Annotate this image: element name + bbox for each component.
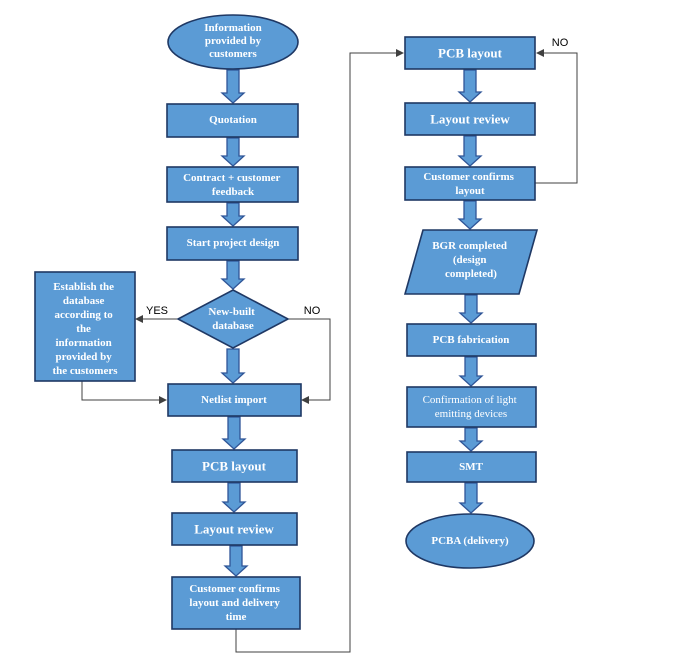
node-confirm-delivery-label: Customer confirms layout and delivery ti… — [189, 583, 282, 623]
column-link-connector — [235, 49, 404, 653]
node-start-design — [166, 226, 299, 261]
node-pcb-layout-2-label: PCB layout — [438, 46, 503, 61]
down-arrow-15 — [458, 482, 484, 514]
down-arrow-4 — [220, 260, 246, 290]
node-start-design-label: Start project design — [187, 237, 280, 249]
no-connector — [288, 318, 331, 404]
node-quotation — [166, 103, 299, 138]
node-new-db-decision — [176, 289, 290, 349]
no-label-confirm: NO — [552, 37, 569, 49]
node-netlist-label: Netlist import — [201, 394, 267, 406]
node-pcba — [405, 513, 535, 569]
node-smt — [406, 451, 537, 483]
no-loop-connector — [535, 49, 578, 184]
node-light-devices-label: Confirmation of light emitting devices — [423, 394, 520, 420]
node-layout-review-2-label: Layout review — [430, 112, 510, 127]
node-pcb-layout-2 — [404, 36, 536, 70]
down-arrow-10 — [457, 135, 483, 167]
node-pcb-layout-1-label: PCB layout — [202, 459, 267, 474]
node-confirm-layout — [404, 166, 536, 201]
down-arrow-3 — [220, 202, 246, 227]
down-arrow-2 — [220, 137, 246, 167]
establish-to-netlist-connector — [81, 381, 167, 404]
node-pcb-layout-1 — [171, 449, 298, 483]
down-arrow-6 — [221, 416, 247, 450]
node-pcba-label: PCBA (delivery) — [431, 535, 509, 547]
node-confirm-layout-label: Customer confirms layout — [423, 171, 516, 197]
node-light-devices — [406, 386, 537, 428]
node-establish-db-label: Establish the database according to the … — [52, 281, 118, 377]
node-contract-label: Contract + customer feedback — [183, 172, 283, 198]
yes-label: YES — [146, 305, 168, 317]
node-confirm-delivery — [171, 576, 301, 630]
node-netlist — [167, 383, 302, 417]
down-arrow-11 — [457, 200, 483, 230]
node-bgr — [403, 229, 539, 295]
down-arrow-1 — [220, 69, 246, 104]
no-label-db: NO — [304, 305, 321, 317]
node-new-db-label: New-built database — [208, 306, 257, 332]
node-bgr-label: BGR completed (design completed) — [432, 240, 510, 280]
down-arrow-13 — [458, 356, 484, 387]
node-smt-label: SMT — [459, 461, 484, 473]
down-arrow-12 — [458, 294, 484, 324]
down-arrow-9 — [457, 69, 483, 103]
node-layout-review-2 — [404, 102, 536, 136]
node-contract — [166, 166, 299, 203]
down-arrow-7 — [221, 482, 247, 513]
node-fabrication — [406, 323, 537, 357]
node-layout-review-1-label: Layout review — [194, 522, 274, 537]
node-fabrication-label: PCB fabrication — [433, 334, 510, 346]
node-establish-db — [34, 271, 136, 382]
node-layout-review-1 — [171, 512, 298, 546]
down-arrow-5 — [220, 348, 246, 384]
down-arrow-14 — [458, 427, 484, 452]
node-quotation-label: Quotation — [209, 114, 257, 126]
down-arrow-8 — [223, 545, 249, 577]
